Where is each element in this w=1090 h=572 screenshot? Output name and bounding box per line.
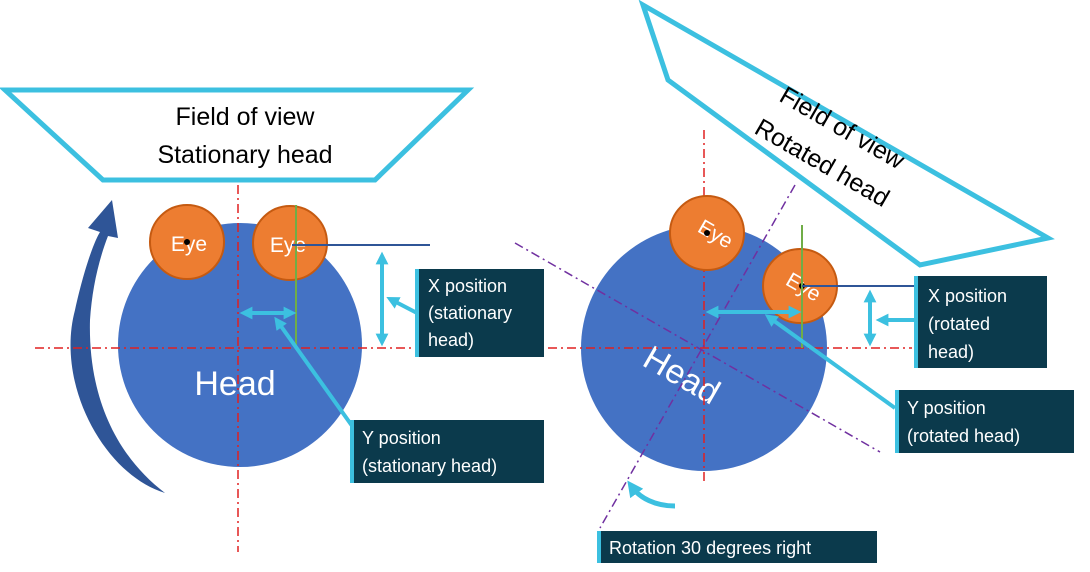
stationary-eye-right [252,205,328,281]
rotation-label-text: Rotation 30 degrees right [609,538,811,558]
stationary-eye-right-label: Eye [270,234,306,257]
fov-stationary-subtitle: Stationary head [157,141,332,169]
stationary-head [118,223,362,467]
rotated-x-label-accent [914,276,918,368]
rotated-axis-tilted-a [599,184,796,529]
stationary-y-label-accent [350,420,354,483]
stationary-y-label-box [350,420,544,483]
rotated-y-label-line1: Y position [907,398,986,418]
rotation-swoosh-arrow [70,200,165,493]
rotation-label-accent [597,531,601,563]
rotated-x-label-line2: (rotated [928,314,990,334]
fov-stationary-title: Field of view [176,103,316,131]
rotated-y-label-box [895,390,1074,453]
fov-stationary [0,87,475,183]
stationary-head-label: Head [194,365,275,403]
rotated-axis-tilted-b [514,242,881,453]
stationary-x-label-line1: X position [428,276,507,296]
rotated-x-label-box [914,276,1047,368]
stationary-eye-left-pupil [184,239,190,245]
stationary-y-label-line1: Y position [362,428,441,448]
fov-rotated [638,0,1055,268]
stationary-x-label-accent [415,269,419,357]
stationary-x-pointer [386,297,418,315]
rotated-y-pointer [764,314,897,410]
stationary-y-pointer [274,316,357,432]
stationary-x-label-line2: (stationary [428,303,512,323]
rotated-x-label-line3: head) [928,342,974,362]
rotation-label-box [597,531,877,563]
stationary-x-label-box [415,269,544,357]
rotated-head-group: Field of view Rotated head Head Eye Eye [514,0,1074,563]
rotated-eye-top-pupil [704,230,710,236]
rotated-y-label-line2: (rotated head) [907,426,1020,446]
stationary-x-label-line3: head) [428,330,474,350]
rotated-x-label-line1: X position [928,286,1007,306]
stationary-eye-left-label: Eye [171,233,207,256]
rotation-arc-arrow [627,480,676,509]
stationary-head-group: Field of view Stationary head Head Eye E… [0,87,548,552]
stationary-y-label-line2: (stationary head) [362,456,497,476]
rotated-y-label-accent [895,390,899,453]
